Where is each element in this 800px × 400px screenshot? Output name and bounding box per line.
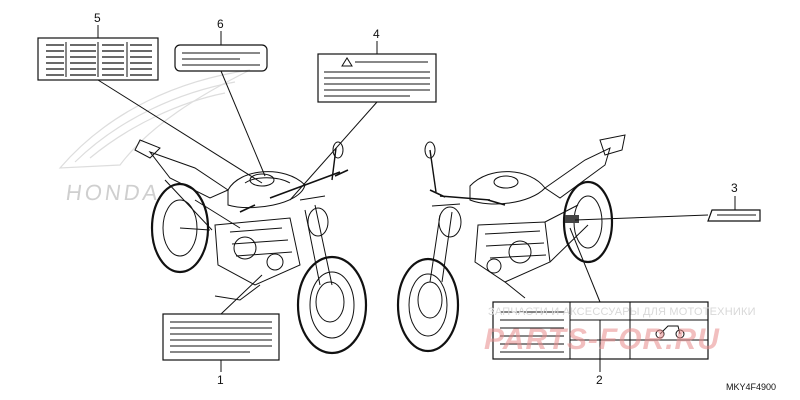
reference-code: MKY4F4900 (725, 382, 776, 392)
left-fork (299, 195, 333, 286)
warning-triangle-icon (341, 57, 353, 67)
leader-5 (97, 79, 263, 184)
watermark-text: ЗАПЧАСТИ И АКСЕССУАРЫ ДЛЯ МОТОТЕХНИКИ (488, 306, 756, 318)
leader-6 (220, 70, 266, 177)
motorcycle-right (396, 134, 626, 353)
callout-6: 6 (217, 17, 224, 31)
right-seat (544, 147, 611, 199)
callout-2: 2 (596, 373, 603, 387)
callout-3: 3 (731, 181, 738, 195)
watermark-logo: PARTS-FOR.RU (484, 323, 720, 356)
callout-5: 5 (94, 11, 101, 25)
left-front-rim (309, 271, 355, 339)
label-6 (174, 44, 268, 72)
callout-1: 1 (217, 373, 224, 387)
label-4 (317, 53, 437, 103)
motorcycle-left (134, 139, 368, 355)
right-front-rim (408, 273, 448, 337)
brand-letters-watermark: HONDA (64, 180, 163, 205)
right-rear-wheel (562, 180, 614, 264)
leader-lines (97, 25, 736, 372)
right-engine (474, 221, 551, 283)
leader-2 (569, 227, 601, 303)
left-handlebar (239, 169, 349, 213)
left-engine (214, 217, 301, 286)
left-rear-wheel (150, 182, 210, 274)
right-fork (429, 203, 461, 283)
label-3 (707, 209, 761, 222)
left-front-wheel (296, 255, 368, 355)
label-5 (37, 37, 159, 81)
left-front-disc (315, 281, 345, 323)
callout-4: 4 (373, 27, 380, 41)
right-front-wheel (396, 257, 460, 353)
label-1 (162, 313, 280, 361)
left-seat (148, 150, 230, 199)
leader-4 (289, 101, 378, 201)
left-rear-rim (162, 199, 198, 257)
leader-1 (220, 274, 263, 315)
leader-3 (574, 214, 709, 221)
motorcycle-icon (655, 325, 685, 339)
right-handlebar (429, 189, 506, 206)
